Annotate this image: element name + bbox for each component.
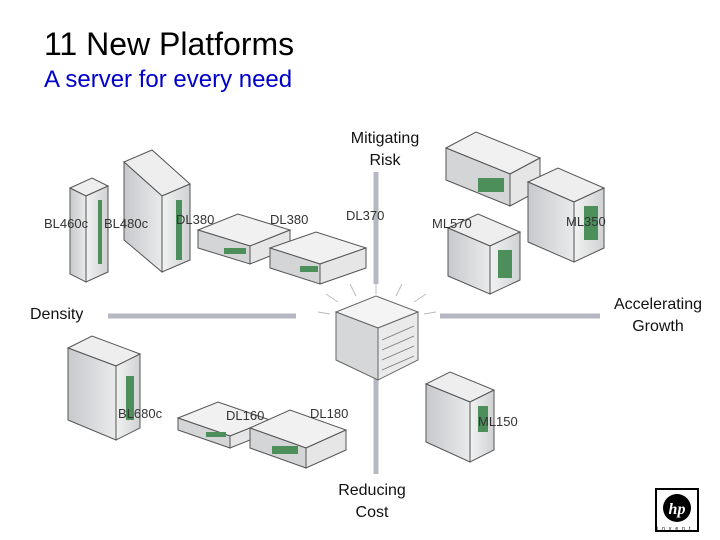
hp-logo-icon: hp xyxy=(655,488,699,532)
dl370-server xyxy=(444,131,542,207)
dl380-rack-left xyxy=(196,213,292,265)
hp-logo-text: hp xyxy=(669,501,686,518)
label-bl680c: BL680c xyxy=(118,406,163,421)
label-dl180: DL180 xyxy=(310,406,349,421)
label-dl380-a: DL380 xyxy=(176,212,215,227)
ml350-server xyxy=(526,167,606,263)
bl680c-server xyxy=(66,335,142,441)
label-ml150: ML150 xyxy=(478,414,518,429)
label-ml350: ML350 xyxy=(566,214,606,229)
label-dl380-b: DL380 xyxy=(270,212,309,227)
label-ml570: ML570 xyxy=(432,216,472,231)
ml150-server xyxy=(424,371,496,463)
label-bl460c: BL460c xyxy=(44,216,89,231)
dl180-server xyxy=(248,409,348,469)
label-dl370: DL370 xyxy=(346,208,385,223)
hp-logo-tagline: invent xyxy=(657,526,695,532)
label-dl160: DL160 xyxy=(226,408,265,423)
ml570-server xyxy=(446,213,522,295)
slide-title: 11 New Platforms xyxy=(44,26,295,62)
axis-label-left: Density xyxy=(30,306,84,323)
bl480c-server xyxy=(123,149,191,274)
bl460c-server xyxy=(68,177,110,283)
label-bl480c: BL480c xyxy=(104,216,149,231)
dl380-rack-right xyxy=(268,231,368,285)
slide-subtitle: A server for every need xyxy=(44,66,293,93)
center-server-cube xyxy=(317,280,437,381)
axis-lines xyxy=(108,172,600,474)
